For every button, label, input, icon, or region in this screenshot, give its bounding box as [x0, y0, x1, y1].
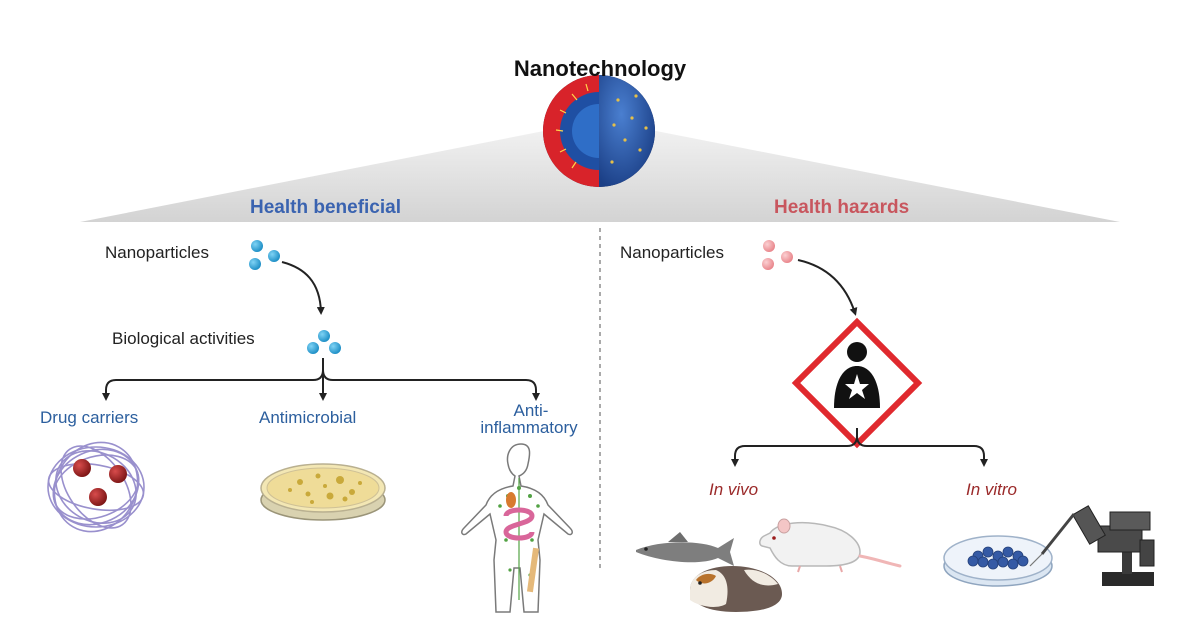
guinea-pig-icon [690, 566, 782, 612]
heading-health-beneficial: Health beneficial [250, 197, 401, 218]
heading-health-hazards: Health hazards [774, 197, 910, 218]
arrow-nanoparticles-to-hazard [797, 259, 858, 316]
rat-icon [759, 518, 902, 573]
health-hazard-pictogram-icon [791, 317, 923, 449]
left-nanoparticles-label: Nanoparticles [105, 243, 209, 262]
fish-icon [636, 532, 734, 566]
branch-anti-line2: inflammatory [480, 418, 578, 437]
right-branch-tree [731, 428, 988, 467]
branch-antimicrobial: Antimicrobial [259, 408, 357, 427]
drug-carrier-icon [47, 441, 145, 533]
nanoparticles-blue-icon [249, 240, 280, 270]
cell-culture-dish-icon [943, 535, 1053, 587]
right-nanoparticles-label: Nanoparticles [620, 243, 724, 262]
left-branch-tree [102, 358, 540, 401]
petri-dish-icon [260, 463, 386, 521]
branch-drug-carriers: Drug carriers [40, 408, 139, 427]
biological-activities-label: Biological activities [112, 329, 255, 348]
branch-anti-line1: Anti- [513, 401, 549, 420]
human-body-icon [461, 443, 573, 613]
micromanipulator-icon [1029, 505, 1155, 586]
nanoparticle-sphere-icon [543, 75, 655, 187]
arrow-nanoparticles-to-activities [281, 261, 325, 315]
branch-in-vitro: In vitro [966, 480, 1018, 499]
diagram-title: Nanotechnology [513, 56, 687, 81]
branch-in-vivo: In vivo [709, 480, 759, 499]
nanoparticles-pink-icon [762, 240, 793, 270]
biological-activities-blue-icon [307, 330, 341, 354]
